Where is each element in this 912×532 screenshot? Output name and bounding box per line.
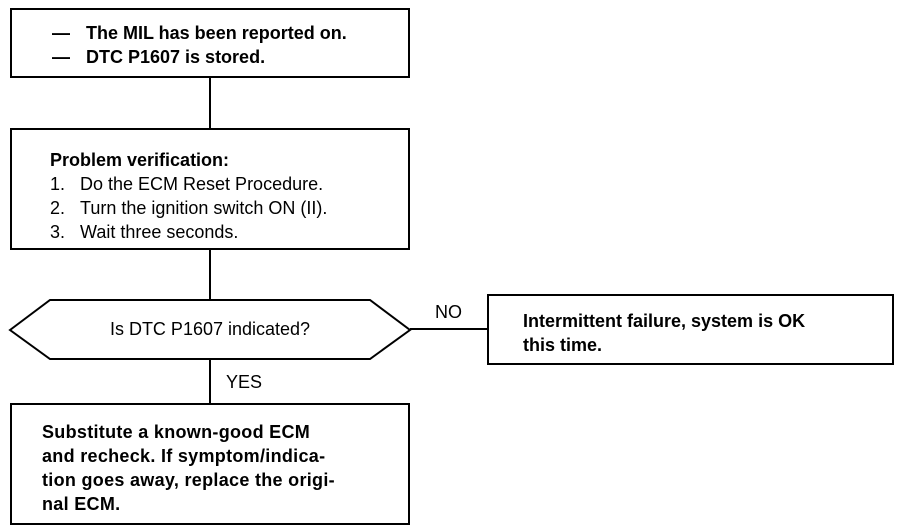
verification-step-3: 3. Wait three seconds. (50, 222, 239, 242)
intermittent-failure-line-2: this time. (523, 335, 603, 355)
no-branch-label: NO (435, 302, 462, 322)
start-condition-box: — The MIL has been reported on. — DTC P1… (10, 8, 410, 78)
yes-branch-label: YES (226, 372, 263, 392)
dash-bullet: — (52, 47, 70, 67)
substitute-ecm-box: Substitute a known-good ECM and recheck.… (10, 403, 410, 525)
substitute-ecm-line-3: tion goes away, replace the origi- (42, 470, 335, 490)
substitute-ecm-line-4: nal ECM. (42, 494, 121, 514)
substitute-ecm-line-1: Substitute a known-good ECM (42, 422, 311, 442)
connector-decision-to-result (209, 359, 211, 403)
intermittent-failure-box: Intermittent failure, system is OK this … (487, 294, 894, 365)
verification-step-1: 1. Do the ECM Reset Procedure. (50, 174, 324, 194)
start-condition-line-1: — The MIL has been reported on. (52, 23, 347, 43)
connector-start-to-verify (209, 78, 211, 128)
start-condition-line-2: — DTC P1607 is stored. (52, 47, 266, 67)
dash-bullet: — (52, 23, 70, 43)
verification-heading: Problem verification: (50, 150, 230, 170)
verification-step-2: 2. Turn the ignition switch ON (II). (50, 198, 328, 218)
decision-question: Is DTC P1607 indicated? (109, 319, 311, 339)
intermittent-failure-line-1: Intermittent failure, system is OK (523, 311, 806, 331)
substitute-ecm-line-2: and recheck. If symptom/indica- (42, 446, 326, 466)
connector-verify-to-decision (209, 250, 211, 300)
problem-verification-box: Problem verification: 1. Do the ECM Rese… (10, 128, 410, 250)
connector-decision-to-no-box (410, 328, 487, 330)
